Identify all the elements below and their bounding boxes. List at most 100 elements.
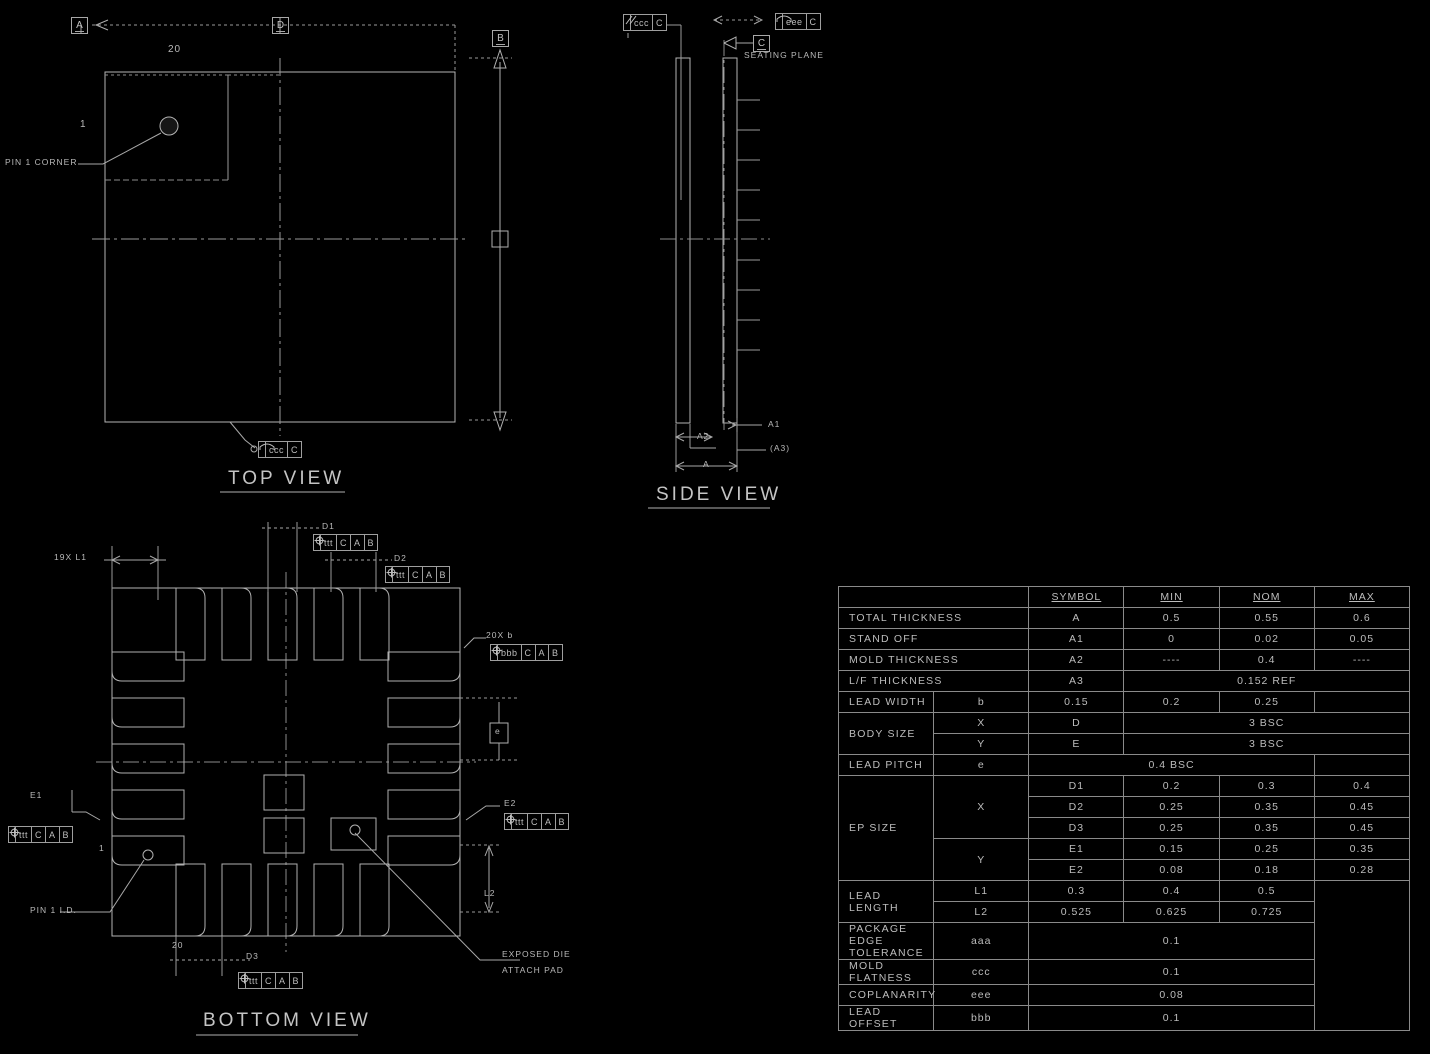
datum-feature-d: D [272,17,289,34]
row-max: 0.4 [1313,775,1411,797]
fcf-tolerance-value: eee [783,14,807,29]
row-nom: 0.3 [1218,775,1315,797]
row-description: COPLANARITY [837,984,935,1006]
row-symbol: D1 [1028,775,1125,797]
row-min: 0.5 [1123,607,1220,629]
fcf-datum-b: B [62,829,70,840]
row-symbol: A2 [1028,649,1125,671]
bottom-view-pin-twenty-number: 20 [172,940,184,950]
fcf-datum-c: C [522,645,536,660]
row-description: STAND OFF [837,628,1030,650]
fcf-datum-ref: C [291,444,298,455]
fcf-datum-b: B [558,816,566,827]
fcf-tolerance-value: bbb [498,645,522,660]
fcf-e2: ttt C A B [504,813,570,830]
fcf-datum-c: C [409,567,424,582]
row-nom: 0.4 [1123,880,1220,902]
fcf-b: bbb C A B [490,644,563,661]
fcf-datum-c: C [262,973,277,988]
row-description: LEAD OFFSET [837,1005,935,1031]
row-description: BODY SIZE [837,712,935,755]
bottom-dim-l2: L2 [484,888,496,898]
row-max: 0.45 [1313,817,1411,839]
row-axis: X [933,712,1030,734]
row-symbol: aaa [933,922,1030,960]
row-symbol: L2 [933,901,1030,923]
fcf-d2: ttt C A B [385,566,451,583]
row-description: PACKAGE EDGE TOLERANCE [837,922,935,960]
datum-feature-a: A [71,17,88,34]
row-nom: 0.4 [1218,649,1315,671]
row-axis: X [933,775,1030,839]
row-value-span: 0.1 [1028,959,1315,985]
bottom-dim-20x-b: 20X b [486,630,514,640]
row-symbol: D2 [1028,796,1125,818]
fcf-datum-a: A [276,973,290,988]
row-axis: Y [933,733,1030,755]
row-description: MOLD FLATNESS [837,959,935,985]
table-header-symbol: SYMBOL [1028,586,1125,608]
fcf-d3: ttt C A B [238,972,304,989]
top-view-pin-one-number: 1 [80,119,87,130]
row-axis: Y [933,838,1030,881]
fcf-datum-c: C [528,814,543,829]
fcf-datum-c: C [32,827,47,842]
fcf-tolerance-value: ttt [321,535,338,550]
row-symbol: ccc [933,959,1030,985]
row-min: 0.15 [1028,691,1125,713]
bottom-dim-19x-l1: 19X L1 [54,552,87,562]
row-symbol: A [1028,607,1125,629]
row-nom: 0.25 [1218,838,1315,860]
bottom-view-title: BOTTOM VIEW [203,1010,371,1031]
row-symbol: E [1028,733,1125,755]
parallelism-icon [624,15,637,30]
row-value-span: 0.1 [1028,922,1315,960]
position-icon [9,827,20,842]
fcf-datum-b: B [292,975,300,986]
fcf-datum-ref: C [656,17,663,28]
pin-one-id-label: PIN 1 I.D. [30,905,77,915]
row-symbol: A3 [1028,670,1125,692]
position-icon [386,567,397,582]
row-symbol: L1 [933,880,1030,902]
seating-plane-datum: C [753,35,770,52]
datum-feature-b: B [492,30,509,47]
row-value-span: 3 BSC [1123,712,1410,734]
row-value-span: 3 BSC [1123,733,1410,755]
bottom-dim-d3: D3 [246,951,259,961]
bottom-dim-d2: D2 [394,553,407,563]
fcf-datum-b: B [439,569,447,580]
fcf-datum-b: B [367,537,375,548]
exposed-pad-label-line1: EXPOSED DIE [502,949,571,959]
row-nom: 0.02 [1218,628,1315,650]
pin-one-corner-label: PIN 1 CORNER [5,157,78,167]
row-max: 0.05 [1313,628,1411,650]
bottom-view-pin-one-number: 1 [99,843,105,853]
top-view-pin-count-label: 20 [168,44,182,55]
fcf-tolerance-value: ttt [393,567,410,582]
exposed-pad-label-line2: ATTACH PAD [502,965,564,975]
table-header-min: MIN [1123,586,1220,608]
row-description: LEAD PITCH [837,754,935,776]
fcf-datum-a: A [46,827,60,842]
row-symbol: E1 [1028,838,1125,860]
row-min: 0.25 [1123,796,1220,818]
fcf-side-parallelism: ccc C [623,14,667,31]
row-max: 0.25 [1218,691,1315,713]
row-nom: 0.18 [1218,859,1315,881]
row-min: ---- [1123,649,1220,671]
fcf-datum-a: A [423,567,437,582]
position-icon [239,973,250,988]
row-value-span: 0.08 [1028,984,1315,1006]
row-max: 0.35 [1313,838,1411,860]
